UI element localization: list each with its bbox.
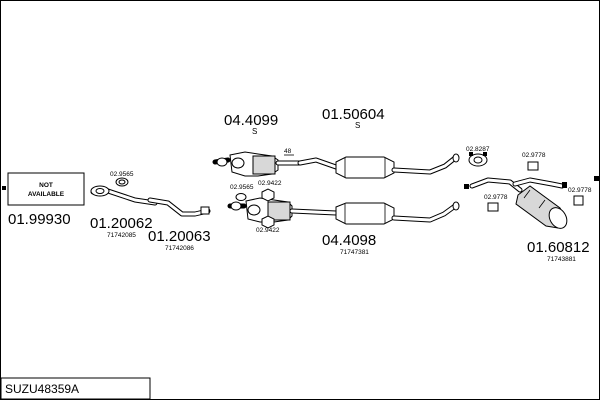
part-01-20062[interactable] [90,185,158,206]
mount-02-8287[interactable] [468,152,488,167]
part-01-20063[interactable] [147,197,211,217]
part-number-p7: 01.60812 [527,239,590,256]
part-01-50604[interactable] [297,153,460,179]
not-available-box [7,172,85,206]
not-available-line-2: AVAILABLE [28,191,65,198]
part-04-4098[interactable] [227,197,460,225]
title-box [0,377,151,400]
rubber-mount-icon[interactable] [527,161,539,171]
small-label-l4: 02.9422 [256,227,280,234]
small-label-l7: 02.9778 [484,194,508,201]
part-01-60812[interactable] [464,177,570,232]
small-label-l3: 02.9422 [258,180,282,187]
not-available-line-1: NOT [39,182,53,189]
small-label-l5: 02.8287 [466,146,490,153]
part-number-p2: 01.20062 [90,215,153,232]
part-number-p1: 01.99930 [8,211,71,228]
small-label-l8: 02.9778 [568,187,592,194]
flange-hole [95,188,105,194]
small-label-l2: 02.9565 [230,184,254,191]
small-label-l6: 02.9778 [522,152,546,159]
clamp-icon[interactable] [261,215,275,229]
part-ref-p6: 71747381 [340,249,369,256]
left-marker [2,186,6,190]
part-mark-p5: S [355,121,360,130]
part-number-p4: 04.4099 [224,112,278,129]
edge-marker [594,176,599,181]
part-01-99930[interactable]: NOT AVAILABLE [2,172,85,206]
part-number-p6: 04.4098 [322,232,376,249]
pipe-end [200,206,210,215]
rubber-mount-icon[interactable] [573,195,584,206]
part-ref-p3: 71742086 [165,245,194,252]
rubber-mount-icon[interactable] [487,202,499,212]
part-ref-p7: 71743881 [547,256,576,263]
title-text: SUZU48359A [5,382,79,396]
part-number-p5: 01.50604 [322,106,385,123]
small-label-l1: 02.9565 [110,171,134,178]
small-label-l9: 48 [284,148,292,155]
part-number-p3: 01.20063 [148,228,211,245]
clamp-icon[interactable] [261,188,275,202]
part-04-4099[interactable] [212,151,303,177]
part-mark-p4: S [252,127,257,136]
part-ref-p2: 71742085 [107,232,136,239]
gasket-icon[interactable] [235,193,247,201]
